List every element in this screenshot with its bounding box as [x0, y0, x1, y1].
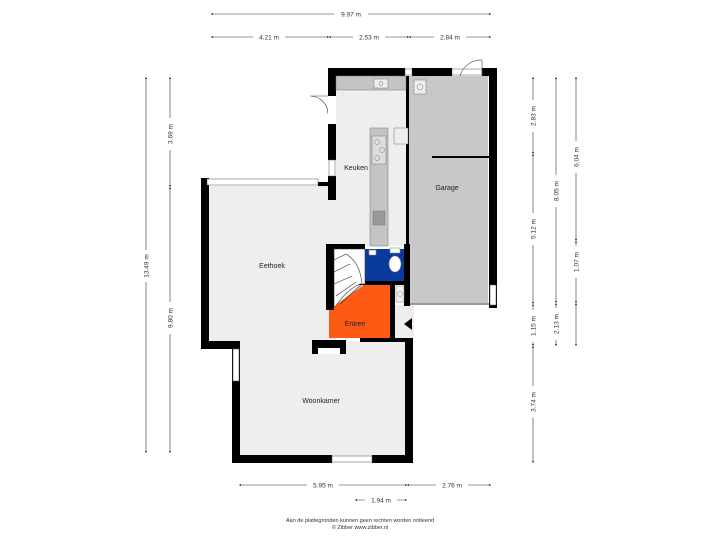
floor-woonkamer — [240, 341, 405, 456]
window-living-left — [232, 348, 240, 382]
staircase — [333, 248, 366, 307]
floor-entree — [329, 284, 390, 338]
dim-right-b1: 8.05 m — [554, 181, 561, 201]
room-labels: Keuken Garage Eethoek Entree Woonkamer — [259, 165, 459, 405]
window-dining-top — [206, 178, 319, 186]
door-garage-arc — [459, 59, 483, 77]
label-eethoek: Eethoek — [259, 263, 285, 270]
cooktop — [371, 135, 387, 165]
label-garage: Garage — [435, 185, 458, 192]
dim-right-a3: 1.15 m — [531, 316, 538, 336]
label-keuken: Keuken — [344, 165, 368, 172]
window-garage-right — [489, 284, 497, 306]
appliance — [393, 127, 409, 145]
label-woonkamer: Woonkamer — [302, 398, 340, 405]
toilet-bowl — [388, 255, 402, 273]
dim-right-c2: 1.07 m — [574, 252, 581, 272]
dim-left-lower: 9.80 m — [168, 308, 175, 328]
footer-credit: © Zibber www.zibber.nl — [331, 525, 389, 531]
dim-top-mid: 2.53 m — [359, 35, 379, 42]
entrance-arrow — [404, 318, 412, 330]
dim-top-total: 9.97 m — [341, 12, 361, 19]
washbasin — [368, 249, 377, 256]
dim-right-a2: 5.12 m — [531, 219, 538, 239]
toilet-fixtures — [368, 247, 402, 273]
dim-left-upper: 3.69 m — [168, 124, 175, 144]
windows — [206, 68, 497, 463]
floor-garage — [408, 76, 488, 304]
dim-bottom-right: 2.76 m — [442, 483, 462, 490]
window-kitchen-left — [328, 159, 336, 177]
fireplace — [312, 340, 346, 354]
window-kitchen-top — [404, 68, 413, 76]
footer-disclaimer: Aan de plattegronden kunnen geen rechten… — [285, 518, 434, 524]
walls — [201, 68, 497, 463]
hall-fixtures — [395, 285, 412, 330]
dim-bottom-small: 1.94 m — [371, 498, 391, 505]
counter-top — [335, 75, 407, 91]
label-entree: Entree — [345, 321, 366, 328]
dim-right-a1: 2.83 m — [531, 106, 538, 126]
window-garage-top — [451, 68, 483, 76]
floors — [209, 76, 488, 456]
dim-bottom-left: 5.95 m — [313, 483, 333, 490]
sink — [373, 78, 389, 89]
dim-left-outer: 13.49 m — [144, 254, 151, 278]
dim-right-b2: 2.13 m — [554, 314, 561, 334]
dim-top-right: 2.84 m — [440, 35, 460, 42]
floor-hall — [392, 305, 414, 340]
dim-top-left: 4.21 m — [259, 35, 279, 42]
dim-right-a4: 3.74 m — [531, 392, 538, 412]
dimension-labels: 9.97 m 4.21 m 2.53 m 2.84 m 13.49 m 3.69… — [141, 9, 581, 505]
kitchen-fixtures — [335, 75, 427, 247]
doors — [309, 59, 483, 124]
dim-right-c1: 6.04 m — [574, 147, 581, 167]
window-living-bottom — [331, 455, 373, 463]
door-kitchen-arc — [309, 95, 329, 115]
